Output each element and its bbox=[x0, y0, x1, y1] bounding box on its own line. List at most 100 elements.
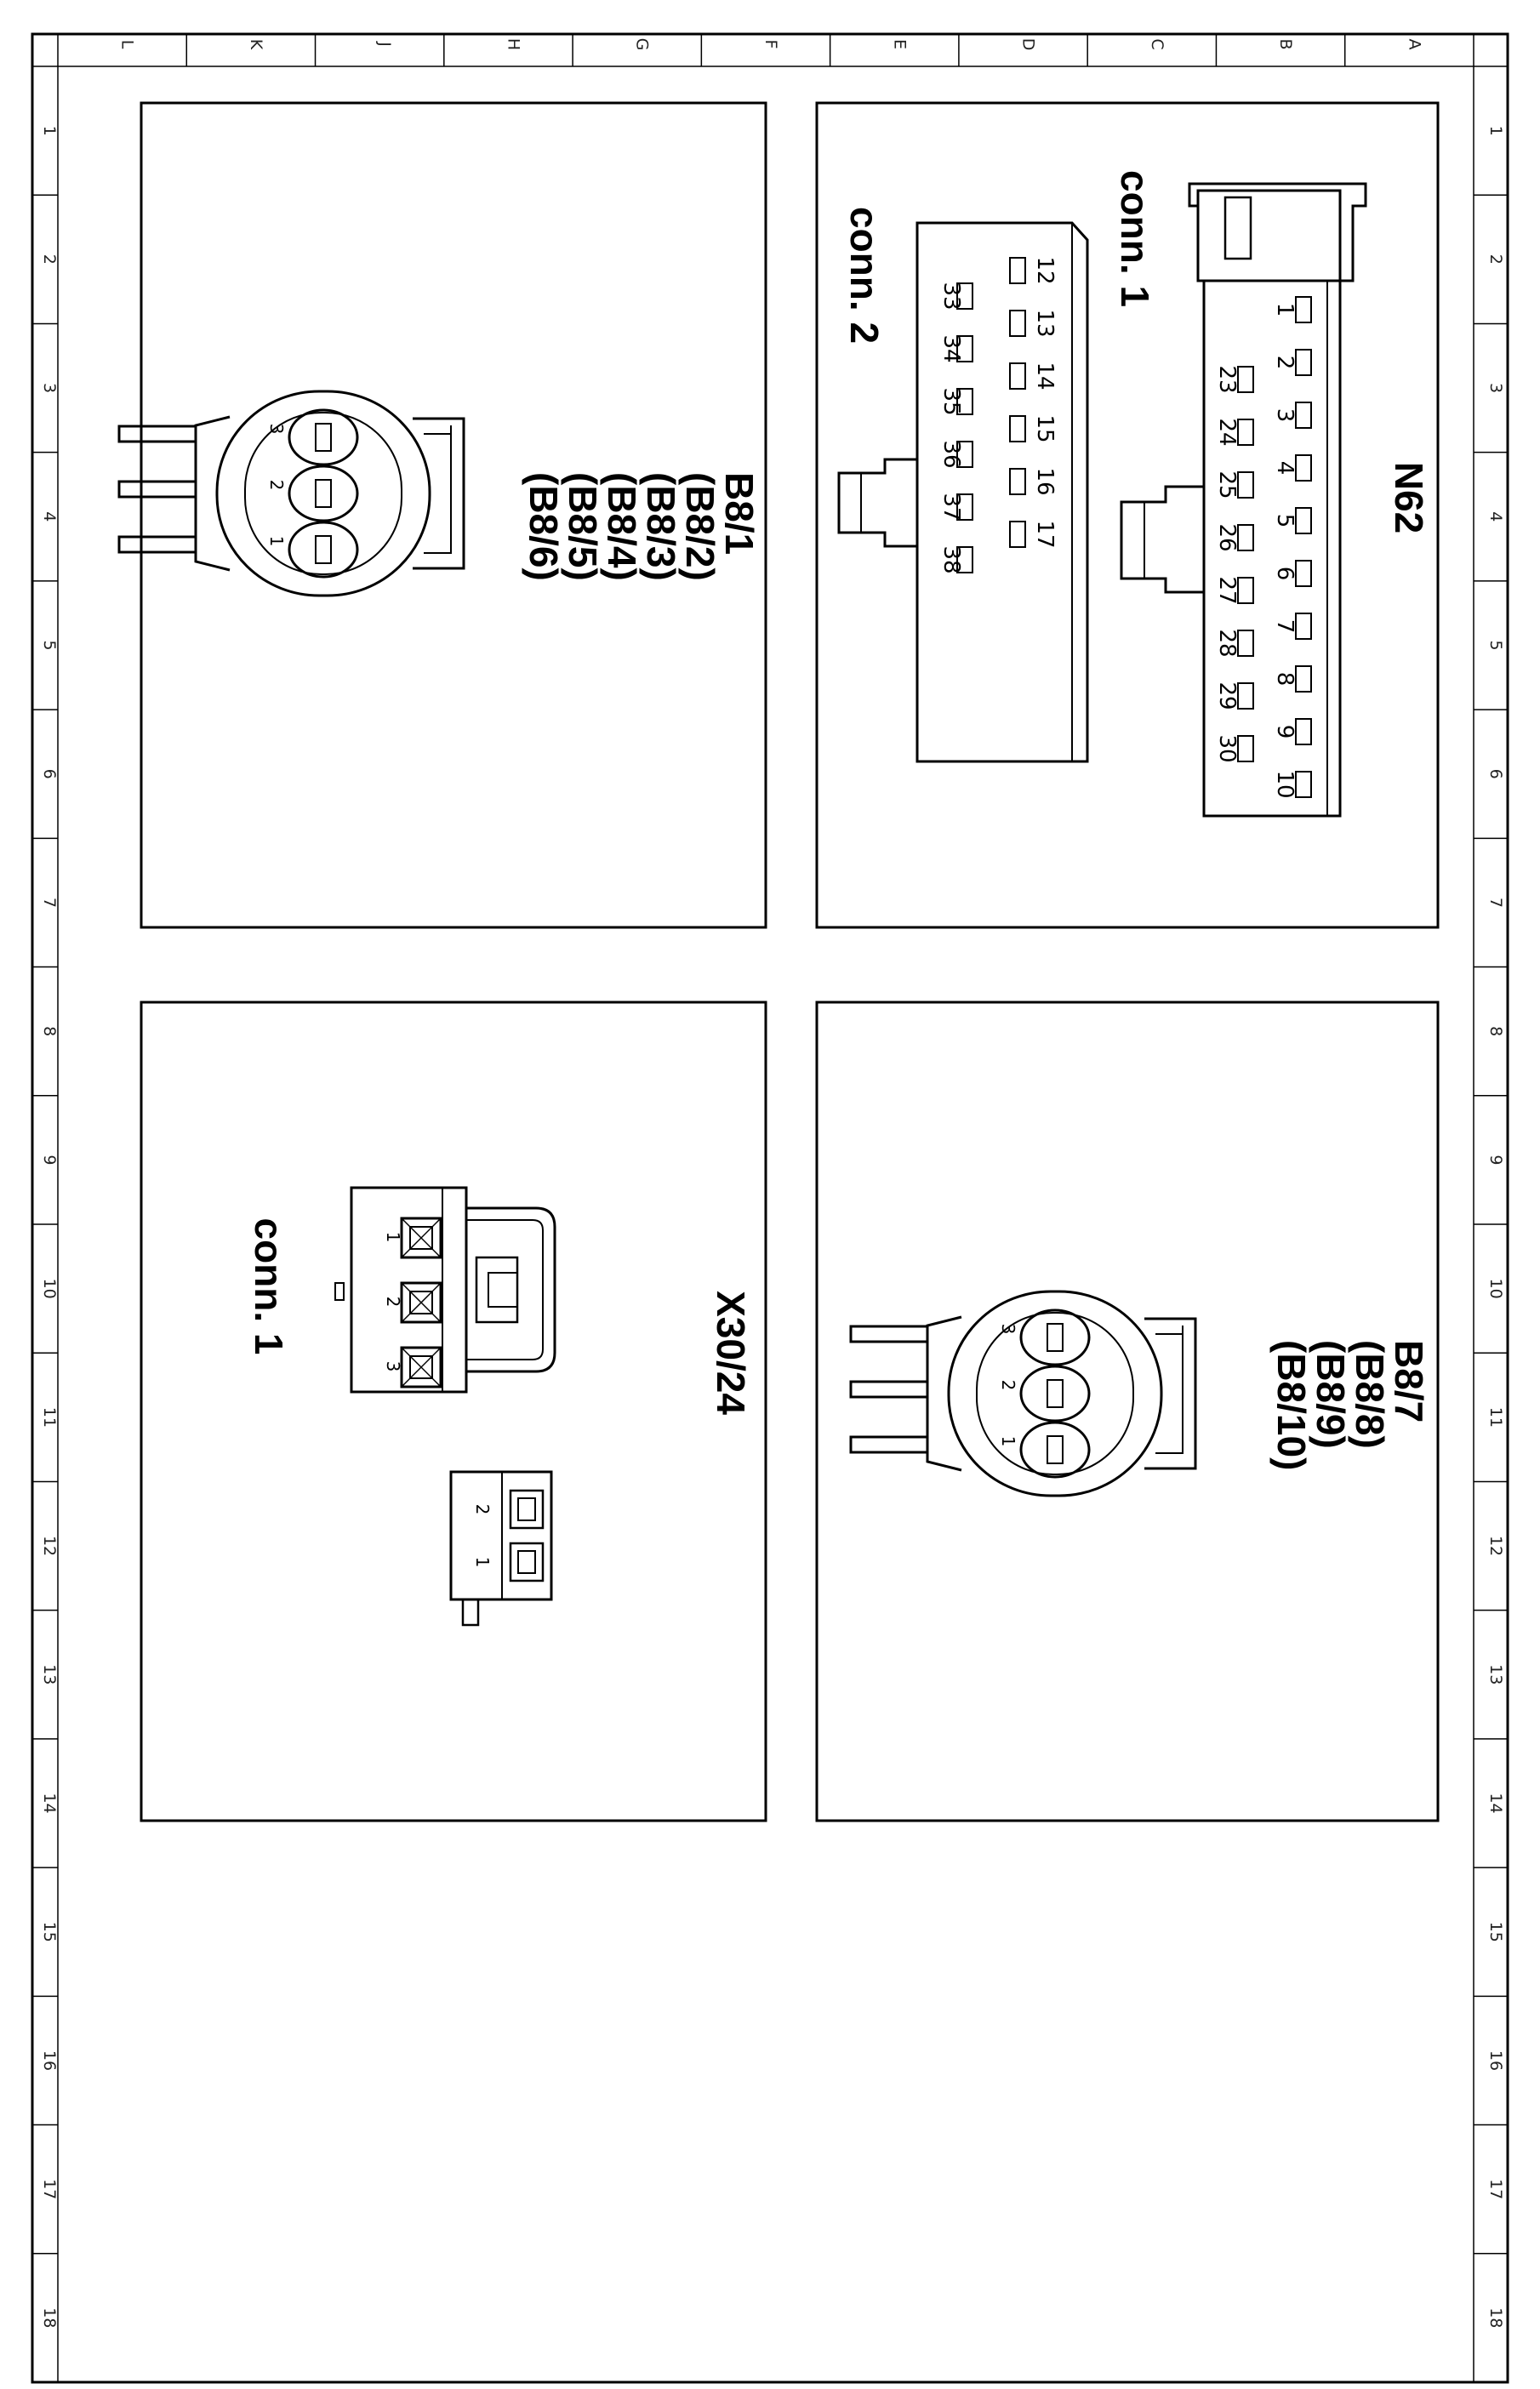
grid-row-label-left: 5 bbox=[40, 640, 59, 650]
pin-number: 28 bbox=[1214, 629, 1240, 657]
pin-cavity bbox=[1237, 682, 1254, 710]
grid-column-label: D bbox=[1019, 38, 1038, 51]
n62-title: N62 bbox=[1387, 462, 1431, 533]
sensor-pin-cavity bbox=[1019, 1365, 1091, 1423]
grid-column-label: A bbox=[1405, 39, 1423, 50]
x30-pin-cavity bbox=[400, 1217, 442, 1259]
pin-cavity bbox=[1009, 468, 1026, 495]
x30-24-conn1-label: conn. 1 bbox=[247, 1217, 291, 1354]
grid-row-label-right: 12 bbox=[1486, 1536, 1505, 1556]
pin-number: 36 bbox=[938, 440, 964, 468]
pin-number: 29 bbox=[1214, 681, 1240, 710]
grid-column-label: K bbox=[247, 39, 265, 50]
grid-row-label-right: 2 bbox=[1486, 254, 1505, 265]
pin-number: 33 bbox=[938, 282, 964, 310]
x30-pin-number: 1 bbox=[472, 1557, 493, 1568]
grid-row-label-right: 9 bbox=[1486, 1155, 1505, 1165]
pin-number: 25 bbox=[1214, 470, 1240, 499]
grid-row-label-right: 10 bbox=[1486, 1279, 1505, 1299]
panel-x30-24: X30/24 123 conn. 1 21 bbox=[140, 1001, 767, 1822]
sensor-pin-cavity bbox=[288, 465, 359, 522]
pin-number: 30 bbox=[1214, 734, 1240, 762]
x30-24-conn2: 21 bbox=[449, 1470, 553, 1627]
grid-row-label-right: 16 bbox=[1486, 2050, 1505, 2071]
grid-row-label-right: 6 bbox=[1486, 769, 1505, 779]
b8-front-sensor-connector: 123 bbox=[117, 390, 465, 597]
pin-cavity bbox=[1295, 718, 1312, 745]
pin-number: 2 bbox=[1272, 356, 1298, 370]
pin-number: 26 bbox=[1214, 523, 1240, 551]
grid-row-label-left: 12 bbox=[40, 1536, 59, 1556]
sensor-label: (B8/9) bbox=[1309, 1340, 1353, 1449]
x30-24-title: X30/24 bbox=[709, 1291, 753, 1415]
pin-cavity bbox=[1295, 454, 1312, 482]
sensor-pin-number: 1 bbox=[266, 536, 287, 547]
pin-cavity bbox=[1295, 507, 1312, 534]
sensor-pin-cavity bbox=[1019, 1421, 1091, 1479]
grid-row-label-left: 8 bbox=[40, 1026, 59, 1036]
grid-row-label-left: 3 bbox=[40, 383, 59, 393]
grid-row-label-left: 16 bbox=[40, 2050, 59, 2071]
pin-number: 24 bbox=[1214, 418, 1240, 446]
grid-row-label-left: 10 bbox=[40, 1279, 59, 1299]
sensor-label: (B8/2) bbox=[678, 472, 722, 581]
grid-column-label: L bbox=[118, 40, 137, 49]
pin-cavity bbox=[1295, 402, 1312, 429]
n62-conn1-pin-row-2: 23 24 25 26 27 28 29 30 bbox=[1214, 365, 1254, 763]
grid-row-label-right: 18 bbox=[1486, 2307, 1505, 2328]
grid-row-label-right: 5 bbox=[1486, 640, 1505, 650]
grid-row-label-right: 8 bbox=[1486, 1026, 1505, 1036]
sensor-pin-number: 3 bbox=[998, 1324, 1018, 1335]
pin-cavity bbox=[1295, 771, 1312, 798]
grid-row-label-right: 15 bbox=[1486, 1922, 1505, 1942]
pin-cavity bbox=[1009, 362, 1026, 390]
panel-b8-front: B8/1(B8/2)(B8/3)(B8/4)(B8/5)(B8/6) 123 bbox=[117, 101, 767, 929]
pin-number: 12 bbox=[1032, 256, 1058, 284]
grid-row-label-left: 4 bbox=[40, 511, 59, 522]
pin-cavity bbox=[956, 282, 973, 310]
grid-row-label-left: 13 bbox=[40, 1664, 59, 1685]
grid-row-label-left: 18 bbox=[40, 2307, 59, 2328]
pin-number: 4 bbox=[1272, 461, 1298, 476]
x30-pin-number: 2 bbox=[383, 1297, 403, 1308]
b8-rear-labels: B8/7(B8/8)(B8/9)(B8/10) bbox=[1269, 1340, 1431, 1470]
sensor-label: (B8/8) bbox=[1348, 1340, 1392, 1449]
pin-number: 13 bbox=[1032, 309, 1058, 337]
pin-number: 9 bbox=[1272, 725, 1298, 739]
b8-front-labels: B8/1(B8/2)(B8/3)(B8/4)(B8/5)(B8/6) bbox=[522, 472, 761, 581]
pin-number: 6 bbox=[1272, 567, 1298, 581]
pin-cavity bbox=[956, 546, 973, 573]
grid-row-label-left: 15 bbox=[40, 1922, 59, 1942]
x30-24-conn1-pins: 123 bbox=[383, 1217, 442, 1388]
pin-number: 27 bbox=[1214, 576, 1240, 604]
pin-cavity bbox=[1237, 735, 1254, 762]
n62-conn2-label: conn. 2 bbox=[842, 207, 887, 344]
pin-number: 5 bbox=[1272, 514, 1298, 528]
sensor-label: B8/7 bbox=[1387, 1340, 1431, 1423]
pin-cavity bbox=[1237, 630, 1254, 657]
grid-row-label-right: 7 bbox=[1486, 898, 1505, 908]
pin-cavity bbox=[1295, 349, 1312, 376]
pin-number: 17 bbox=[1032, 520, 1058, 548]
grid-row-label-left: 7 bbox=[40, 898, 59, 908]
pin-cavity bbox=[1295, 613, 1312, 640]
sensor-label: (B8/6) bbox=[522, 472, 566, 581]
pin-number: 23 bbox=[1214, 365, 1240, 393]
pin-cavity bbox=[1009, 521, 1026, 548]
pin-cavity bbox=[1237, 524, 1254, 551]
grid-row-label-left: 14 bbox=[40, 1793, 59, 1813]
pin-cavity bbox=[1237, 366, 1254, 393]
n62-conn1-label: conn. 1 bbox=[1113, 170, 1157, 307]
pin-cavity bbox=[956, 493, 973, 521]
pin-cavity bbox=[1237, 419, 1254, 446]
pin-number: 37 bbox=[938, 493, 964, 521]
grid-row-label-right: 14 bbox=[1486, 1793, 1505, 1813]
grid-row-label-left: 2 bbox=[40, 254, 59, 265]
grid-row-label-right: 17 bbox=[1486, 2179, 1505, 2199]
